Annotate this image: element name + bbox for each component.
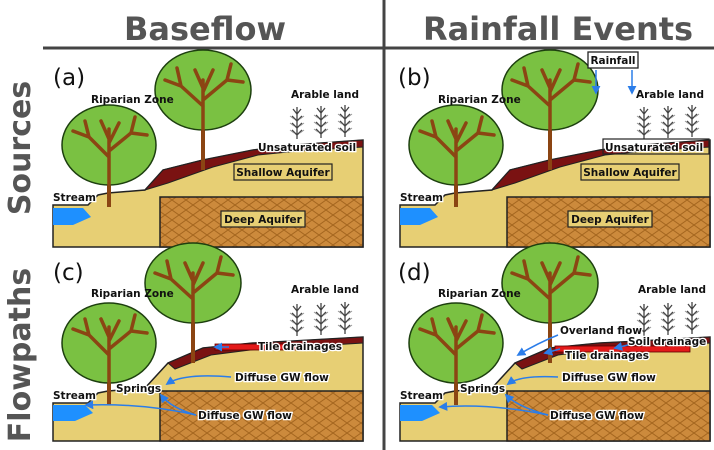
deep-aquifer-box <box>220 210 306 228</box>
panel-d: (d) Riparian Zone Arable land Stream Spr… <box>398 241 711 445</box>
panel-label: (c) <box>53 260 84 286</box>
rainfall-box <box>587 51 639 69</box>
unsaturated-soil-layer <box>143 139 364 192</box>
stream-label: Stream <box>400 390 443 402</box>
unsaturated-soil-highlight-box <box>602 138 710 155</box>
diffuse-gw-flow-deep-arrow <box>438 401 549 416</box>
arable-land-label: Arable land <box>638 284 706 296</box>
springs-arrow <box>504 393 549 416</box>
diffuse-gw-flow-deep-label: Diffuse GW flow <box>550 410 644 422</box>
tile-drainages-label: Tile drainages <box>565 350 649 362</box>
riparian-zone-label: Riparian Zone <box>91 288 174 300</box>
diffuse-gw-flow-deep-label: Diffuse GW flow <box>198 410 292 422</box>
springs-arrow <box>159 393 197 416</box>
diffuse-gw-flow-arrow <box>506 375 559 386</box>
deep-aquifer-box <box>567 210 653 228</box>
panel-c: (c) Riparian Zone Arable land Stream Spr… <box>52 241 364 445</box>
diffuse-gw-flow-deep-arrow <box>84 400 197 416</box>
rainfall-label: Rainfall <box>590 55 635 67</box>
panel-label: (a) <box>53 65 85 91</box>
soil-drainage-label: Soil drainage <box>628 336 706 348</box>
deep-aquifer-label: Deep Aquifer <box>224 214 303 226</box>
unsaturated-soil-layer <box>514 336 711 370</box>
row-header-sources: Sources <box>3 81 38 215</box>
shallow-aquifer-label: Shallow Aquifer <box>236 167 330 179</box>
stream-label: Stream <box>53 192 96 204</box>
stream-water <box>400 208 438 225</box>
stream-water <box>53 208 91 225</box>
panel-label: (b) <box>398 65 431 91</box>
shallow-aquifer-box <box>233 163 333 181</box>
riparian-zone-label: Riparian Zone <box>91 94 174 106</box>
deep-aquifer-layer <box>506 390 711 442</box>
springs-label: Springs <box>460 383 505 395</box>
panel-a: (a) Riparian Zone Arable land Stream Uns… <box>52 48 364 248</box>
arable-land-label: Arable land <box>291 284 359 296</box>
shallow-aquifer-box <box>580 163 680 181</box>
stream-water <box>400 405 440 421</box>
tile-drainages-label: Tile drainages <box>258 341 342 353</box>
stream-label: Stream <box>53 390 96 402</box>
stream-water <box>53 405 93 421</box>
row-header-flowpaths: Flowpaths <box>3 268 38 442</box>
unsaturated-soil-label: Unsaturated soil <box>605 142 703 154</box>
overland-flow-label: Overland flow <box>560 325 642 337</box>
diffuse-gw-flow-arrow <box>165 375 232 386</box>
column-header-baseflow: Baseflow <box>124 10 286 48</box>
arable-land-label: Arable land <box>636 89 704 101</box>
riparian-zone-label: Riparian Zone <box>438 288 521 300</box>
tile-drainage-arrow <box>543 346 561 356</box>
diffuse-gw-flow-label: Diffuse GW flow <box>235 372 329 384</box>
soil-drainage-arrow <box>613 341 629 351</box>
unsaturated-soil-label: Unsaturated soil <box>258 142 356 154</box>
panel-b: (b) Riparian Zone Arable land Stream Uns… <box>398 48 711 248</box>
riparian-zone-label: Riparian Zone <box>438 94 521 106</box>
panel-label: (d) <box>398 260 431 286</box>
column-header-rainfall-events: Rainfall Events <box>423 10 693 48</box>
arable-land-label: Arable land <box>291 89 359 101</box>
shallow-aquifer-label: Shallow Aquifer <box>583 167 677 179</box>
overland-flow-arrow <box>516 334 559 356</box>
unsaturated-soil-layer <box>490 139 711 192</box>
diffuse-gw-flow-label: Diffuse GW flow <box>562 372 656 384</box>
deep-aquifer-layer <box>159 390 364 442</box>
deep-aquifer-label: Deep Aquifer <box>571 214 650 226</box>
springs-label: Springs <box>116 383 161 395</box>
stream-label: Stream <box>400 192 443 204</box>
